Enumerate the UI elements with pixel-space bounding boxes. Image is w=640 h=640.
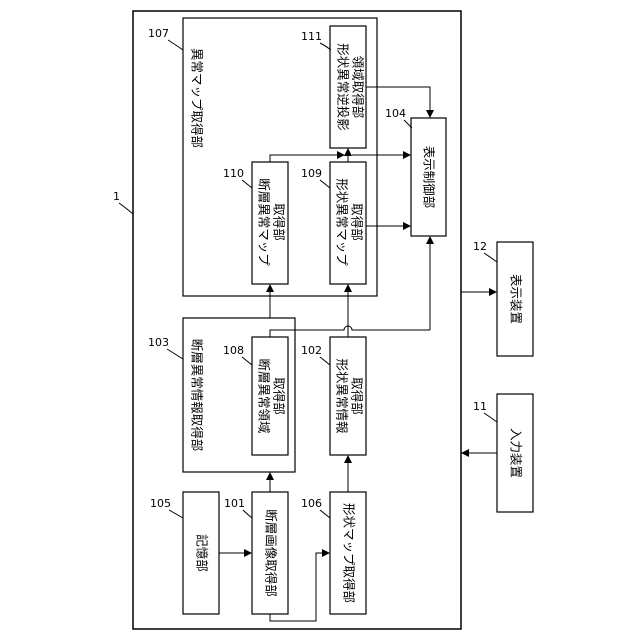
ref-12: 12 <box>473 240 487 253</box>
shape-anomaly-map-label-line2: 取得部 <box>350 203 365 241</box>
ref-105: 105 <box>150 497 171 510</box>
ref-106: 106 <box>301 497 322 510</box>
ref-104: 104 <box>385 107 406 120</box>
ref-107: 107 <box>148 27 169 40</box>
leader-11 <box>484 413 497 422</box>
shape-anomaly-info-label-line1: 形状異常情報 <box>335 358 350 434</box>
ref-101: 101 <box>224 497 245 510</box>
tomographic-anomaly-region-label-line2: 取得部 <box>272 377 287 415</box>
shape-anomaly-map-label-line1: 形状異常マップ <box>335 178 350 266</box>
ref-109: 109 <box>301 167 322 180</box>
shape-anomaly-info-label-line2: 取得部 <box>350 377 365 415</box>
tomographic-image-acquisition-label: 断層画像取得部 <box>264 509 279 597</box>
display-control-label: 表示制御部 <box>422 146 437 209</box>
input-device-label: 入力装置 <box>509 428 524 478</box>
display-device-label: 表示装置 <box>509 274 524 324</box>
storage-label: 記憶部 <box>195 534 210 572</box>
leader-1 <box>119 203 133 214</box>
ref-103: 103 <box>148 336 169 349</box>
reverse-projection-label-line2: 領域取得部 <box>351 56 366 119</box>
ref-111: 111 <box>301 30 322 43</box>
tomographic-anomaly-region-label-line1: 断層異常領域 <box>257 358 272 433</box>
reverse-projection-label-line1: 形状異常逆投影 <box>336 43 351 131</box>
tomographic-anomaly-map-label-line1: 断層異常マップ <box>257 178 272 266</box>
ref-1: 1 <box>113 190 120 203</box>
tomographic-anomaly-map-label-line2: 取得部 <box>272 203 287 241</box>
ref-110: 110 <box>223 167 244 180</box>
tomographic-anomaly-info-label: 断層異常情報取得部 <box>190 339 205 452</box>
ref-11: 11 <box>473 400 487 413</box>
shape-map-acquisition-label: 形状マップ取得部 <box>342 503 357 603</box>
ref-102: 102 <box>301 344 322 357</box>
leader-12 <box>484 253 497 262</box>
ref-108: 108 <box>223 344 244 357</box>
anomaly-map-acquisition-label: 異常マップ取得部 <box>190 48 205 148</box>
